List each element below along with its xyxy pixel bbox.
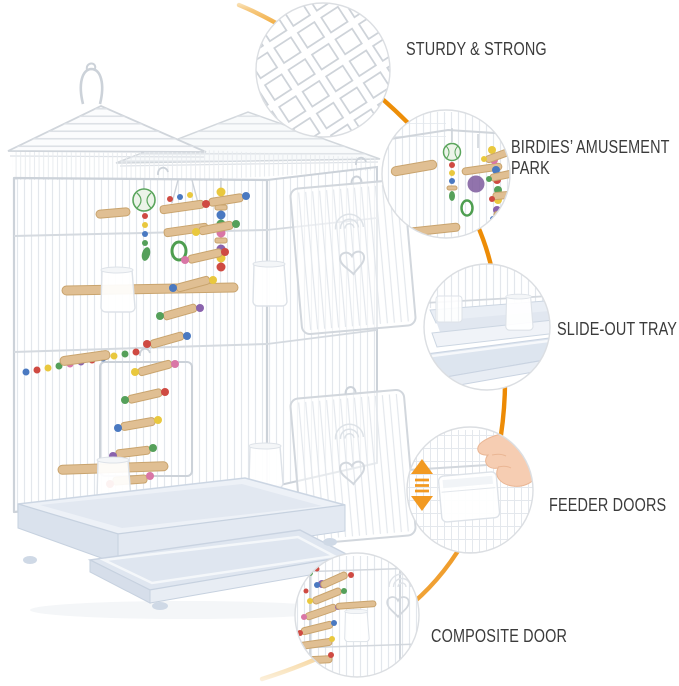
- feeder-door-closeup-icon: [407, 430, 533, 553]
- arc-decor-icon: [334, 213, 365, 230]
- feature-label-composite-door: COMPOSITE DOOR: [431, 625, 568, 646]
- cage-foot: [23, 556, 37, 564]
- platform-swing-icon: [159, 179, 209, 238]
- bird-cage-illustration: [7, 62, 417, 619]
- callout-circle: [406, 426, 534, 554]
- tray-closeup-icon: [424, 264, 550, 388]
- slide-out-tray-part: [23, 529, 353, 610]
- roof-grid-closeup-icon: [256, 3, 390, 137]
- bead-swing-icon: [22, 348, 140, 376]
- callout-toys-closeup: [381, 109, 511, 239]
- callout-circle: [423, 263, 551, 391]
- callout-roof-closeup: [255, 2, 391, 138]
- callout-circle: [381, 109, 511, 239]
- ball-toy-icon: [132, 180, 156, 261]
- feeder-box: [437, 471, 501, 523]
- callout-circle: [255, 2, 391, 138]
- feature-label-sturdy: STURDY & STRONG: [406, 38, 547, 59]
- callout-tray-closeup: [423, 263, 551, 391]
- callout-circle: [294, 552, 420, 678]
- up-down-arrow-icon: [411, 459, 433, 511]
- cage-foot: [152, 602, 168, 610]
- feeder-cup: [100, 266, 136, 313]
- feeder-cup: [505, 293, 534, 331]
- ring-toy-icon: [170, 240, 188, 262]
- base-pan: [17, 477, 346, 565]
- heart-decor-icon: [386, 596, 410, 619]
- heart-decor-icon: [339, 460, 366, 486]
- cage-roof: [7, 105, 381, 167]
- arc-decor-icon: [334, 423, 365, 440]
- feeder-cup: [344, 608, 370, 643]
- heart-decor-icon: [339, 250, 366, 276]
- callout-feeder-closeup: [406, 426, 534, 554]
- callout-door-closeup: [294, 552, 420, 678]
- cage-handle-icon: [79, 62, 104, 105]
- feature-label-slide-out-tray: SLIDE-OUT TRAY: [557, 318, 678, 339]
- feeder-cup: [252, 260, 288, 307]
- feature-label-feeder-doors: FEEDER DOORS: [549, 494, 667, 515]
- cage-foot: [323, 538, 337, 546]
